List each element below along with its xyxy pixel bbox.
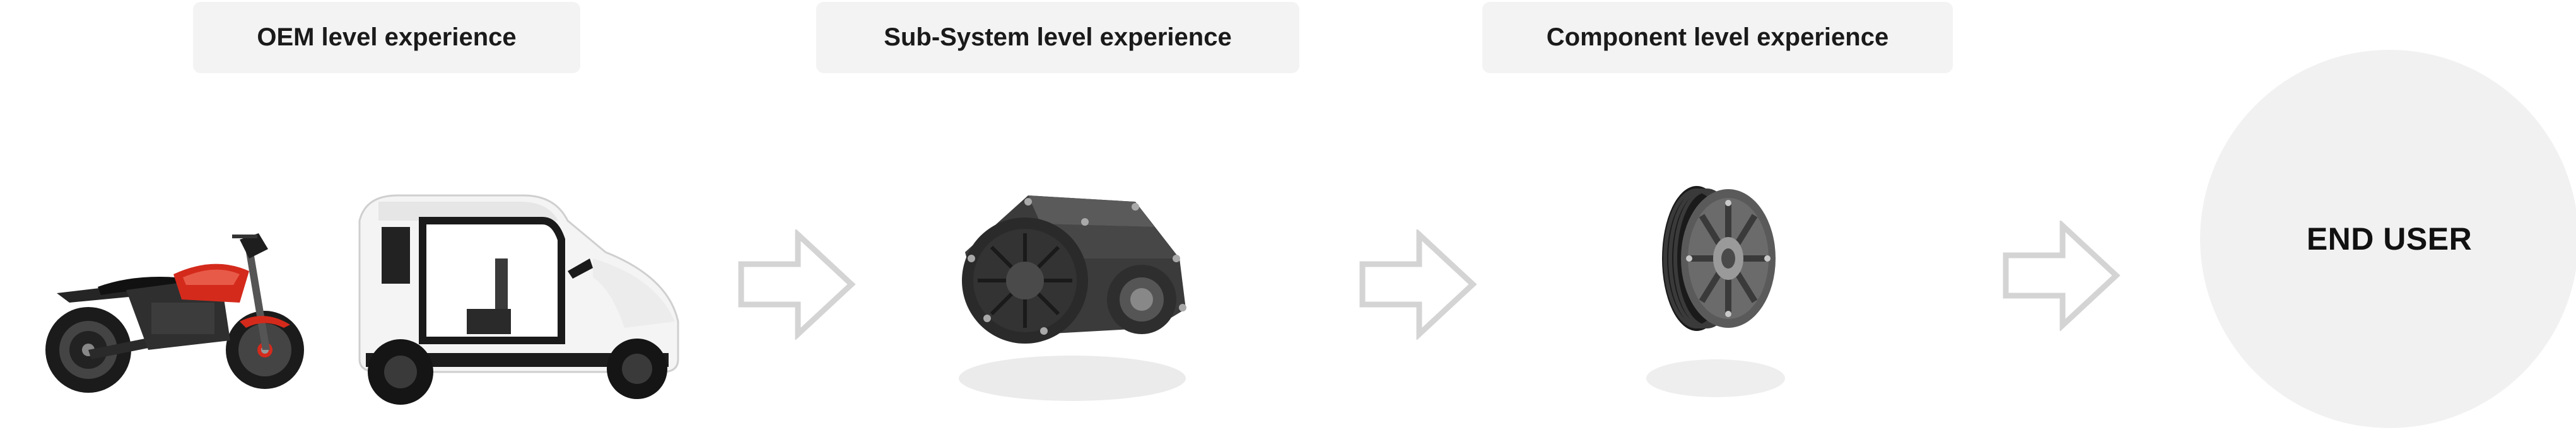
stage-label-component: Component level experience (1482, 2, 1953, 73)
end-user-circle: END USER (2200, 50, 2576, 428)
stage-label-subsystem: Sub-System level experience (816, 2, 1299, 73)
axial-flux-motor-image (1646, 186, 1785, 397)
end-user-label: END USER (2306, 221, 2473, 257)
right-arrow-icon (738, 229, 856, 340)
motorcycle-image (45, 233, 304, 393)
right-arrow-icon (2003, 221, 2121, 331)
three-wheeler-image (358, 194, 679, 405)
stage-label-oem: OEM level experience (193, 2, 580, 73)
powertrain-gearbox-image (959, 195, 1186, 401)
right-arrow-icon (1359, 229, 1477, 340)
